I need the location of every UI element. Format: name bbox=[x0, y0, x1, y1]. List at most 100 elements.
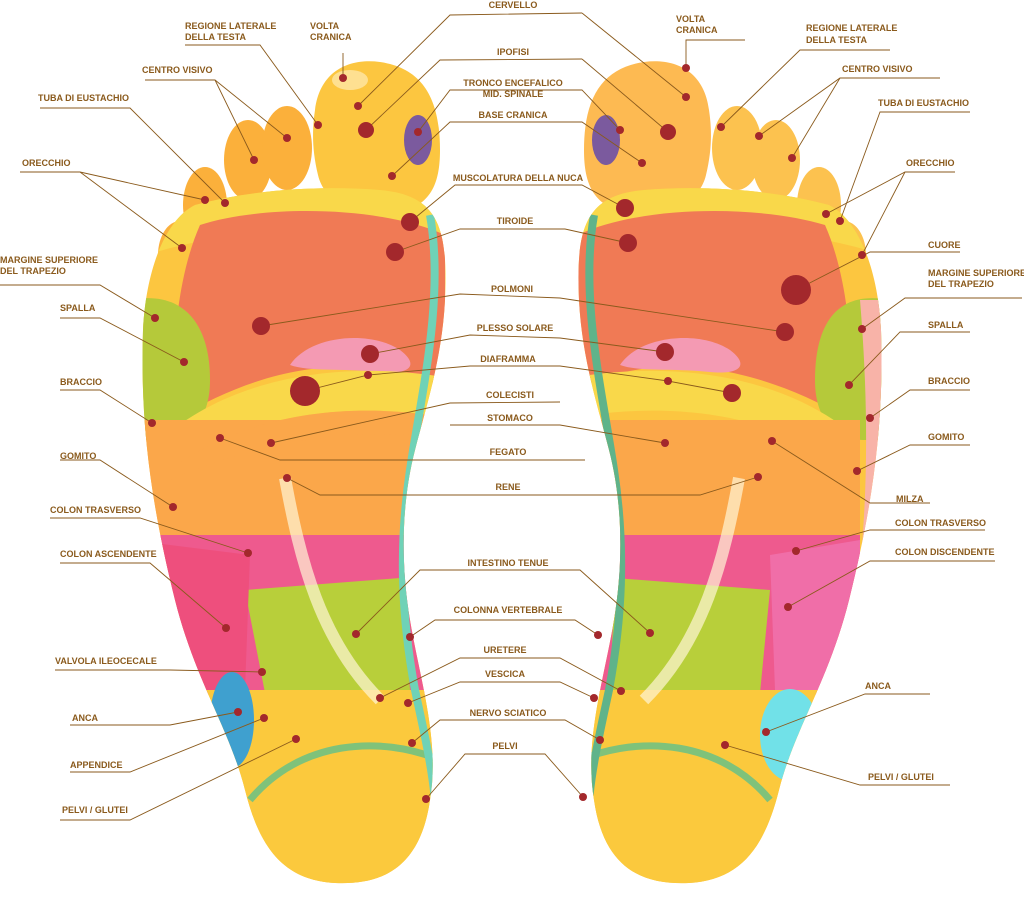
label-anca-right: ANCA bbox=[865, 681, 891, 691]
point-fegato bbox=[216, 434, 224, 442]
point-tuba-right bbox=[836, 217, 844, 225]
point-stomaco bbox=[661, 439, 669, 447]
point-tronco-left bbox=[414, 128, 422, 136]
point-trapezio-right bbox=[858, 325, 866, 333]
right-toe-3 bbox=[752, 120, 800, 200]
reflex-points bbox=[148, 64, 874, 803]
label-colonna: COLONNA VERTEBRALE bbox=[454, 605, 563, 615]
point-cuore bbox=[781, 275, 811, 305]
label-braccio-right: BRACCIO bbox=[928, 376, 970, 386]
point-colonna-left bbox=[406, 633, 414, 641]
label-intestino: INTESTINO TENUE bbox=[467, 558, 548, 568]
right-big-toe bbox=[584, 61, 711, 214]
label-anca-left: ANCA bbox=[72, 713, 98, 723]
point-colon-trasverso-right bbox=[792, 547, 800, 555]
label-centro-visivo-left: CENTRO VISIVO bbox=[142, 65, 213, 75]
labels: CERVELLO IPOFISI TRONCO ENCEFALICO MID. … bbox=[0, 0, 1024, 815]
label-rene: RENE bbox=[495, 482, 520, 492]
point-gomito-right bbox=[853, 467, 861, 475]
label-plesso: PLESSO SOLARE bbox=[477, 323, 554, 333]
label-colon-discendente: COLON DISCENDENTE bbox=[895, 547, 995, 557]
point-intestino-right bbox=[646, 629, 654, 637]
point-cervello-right bbox=[682, 93, 690, 101]
label-volta-left-2: CRANICA bbox=[310, 32, 352, 42]
label-diaframma: DIAFRAMMA bbox=[480, 354, 536, 364]
label-reg-lat-left-1: REGIONE LATERALE bbox=[185, 21, 276, 31]
point-uretere-right bbox=[617, 687, 625, 695]
point-volta-right bbox=[682, 64, 690, 72]
point-nervo-left bbox=[408, 739, 416, 747]
right-sciatic-arc bbox=[578, 742, 773, 803]
point-polmoni-left bbox=[252, 317, 270, 335]
label-cuore: CUORE bbox=[928, 240, 961, 250]
point-intestino-left bbox=[352, 630, 360, 638]
left-toe-2 bbox=[262, 106, 312, 190]
label-volta-right-2: CRANICA bbox=[676, 25, 718, 35]
point-colon-ascendente bbox=[222, 624, 230, 632]
label-milza: MILZA bbox=[896, 494, 924, 504]
point-pelvi-glutei-right bbox=[721, 741, 729, 749]
point-centro-visivo-right-2 bbox=[788, 154, 796, 162]
left-toe-3 bbox=[224, 120, 272, 200]
point-braccio-right bbox=[866, 414, 874, 422]
label-nervo: NERVO SCIATICO bbox=[470, 708, 547, 718]
point-nuca-left bbox=[401, 213, 419, 231]
left-hip-zone bbox=[210, 672, 254, 768]
label-polmoni: POLMONI bbox=[491, 284, 533, 294]
label-tronco: TRONCO ENCEFALICO bbox=[463, 78, 563, 88]
point-reg-lat-left bbox=[314, 121, 322, 129]
left-abdomen-top bbox=[170, 410, 446, 480]
left-foot bbox=[142, 61, 446, 884]
point-colecisti bbox=[267, 439, 275, 447]
label-stomaco: STOMACO bbox=[487, 413, 533, 423]
label-base-cranica: BASE CRANICA bbox=[478, 110, 548, 120]
label-mid-spinale: MID. SPINALE bbox=[483, 89, 544, 99]
point-spalla-left bbox=[180, 358, 188, 366]
left-solar-plexus bbox=[290, 338, 411, 373]
left-sciatic-arc bbox=[247, 742, 442, 803]
label-valvola: VALVOLA ILEOCECALE bbox=[55, 656, 157, 666]
label-pelvi: PELVI bbox=[492, 741, 517, 751]
label-colon-trasverso-left: COLON TRASVERSO bbox=[50, 505, 141, 515]
label-reg-lat-left-2: DELLA TESTA bbox=[185, 32, 246, 42]
point-base-cranica-left bbox=[388, 172, 396, 180]
label-trapezio-right-2: DEL TRAPEZIO bbox=[928, 279, 994, 289]
label-spalla-right: SPALLA bbox=[928, 320, 964, 330]
left-diaphragm-band bbox=[160, 370, 446, 470]
point-colon-discendente bbox=[784, 603, 792, 611]
label-tuba-right: TUBA DI EUSTACHIO bbox=[878, 98, 969, 108]
point-polmoni-right bbox=[776, 323, 794, 341]
point-orecchio-right-1 bbox=[822, 210, 830, 218]
point-volta-left bbox=[339, 74, 347, 82]
label-spalla-left: SPALLA bbox=[60, 303, 96, 313]
point-orecchio-left-1 bbox=[201, 196, 209, 204]
point-centro-visivo-left-2 bbox=[283, 134, 291, 142]
point-vescica-left bbox=[404, 699, 412, 707]
label-volta-left-1: VOLTA bbox=[310, 21, 340, 31]
right-brain-zone bbox=[592, 115, 620, 165]
point-pelvi-left bbox=[422, 795, 430, 803]
point-nervo-right bbox=[596, 736, 604, 744]
point-trapezio-left bbox=[151, 314, 159, 322]
label-tuba-left: TUBA DI EUSTACHIO bbox=[38, 93, 129, 103]
point-anca-right bbox=[762, 728, 770, 736]
point-spalla-right bbox=[845, 381, 853, 389]
point-base-cranica-right bbox=[638, 159, 646, 167]
point-plesso-left bbox=[361, 345, 379, 363]
point-nuca-right bbox=[616, 199, 634, 217]
point-pelvi-right bbox=[579, 793, 587, 801]
point-braccio-left bbox=[148, 419, 156, 427]
point-centro-visivo-right-1 bbox=[755, 132, 763, 140]
label-trapezio-left-2: DEL TRAPEZIO bbox=[0, 266, 66, 276]
right-descending-colon bbox=[770, 540, 860, 700]
right-heel-zone bbox=[578, 690, 882, 884]
left-big-toe bbox=[313, 61, 440, 214]
point-anca-left bbox=[234, 708, 242, 716]
left-kidney-ureter bbox=[279, 476, 385, 705]
left-toe-highlight bbox=[332, 70, 368, 90]
label-colecisti: COLECISTI bbox=[486, 390, 534, 400]
label-colon-trasverso-right: COLON TRASVERSO bbox=[895, 518, 986, 528]
leader-lines bbox=[0, 12, 1022, 821]
point-vescica-right bbox=[590, 694, 598, 702]
point-rene-left bbox=[283, 474, 291, 482]
